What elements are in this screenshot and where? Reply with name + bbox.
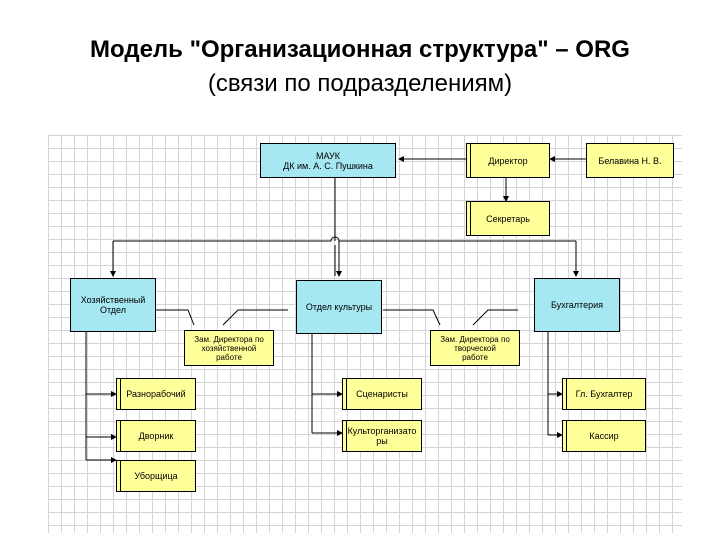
node-janitor[interactable]: Дворник: [116, 420, 196, 452]
edge-deputy-link: [222, 309, 288, 326]
node-organizers[interactable]: Культорганизато ры: [342, 420, 422, 452]
node-household-dept[interactable]: Хозяйственный Отдел: [70, 278, 156, 332]
stripe-cleaner: [120, 460, 125, 492]
stripe-chief: [566, 378, 571, 410]
stripe-organizers: [346, 420, 351, 452]
edge-culture-deputy: [383, 309, 441, 326]
node-mauk[interactable]: МАУК ДК им. А. С. Пушкина: [260, 143, 396, 178]
node-person[interactable]: Белавина Н. В.: [586, 143, 674, 178]
node-accounting[interactable]: Бухгалтерия: [534, 278, 620, 332]
node-secretary[interactable]: Секретарь: [466, 201, 550, 236]
edge-bus: [113, 236, 576, 242]
stripe-janitor: [120, 420, 125, 452]
connector-layer: [85, 156, 586, 463]
node-director[interactable]: Директор: [466, 143, 550, 178]
edge-deputy2-link: [472, 309, 518, 326]
stripe-director: [470, 143, 475, 178]
node-deputy-household[interactable]: Зам. Директора по хозяйственной работе: [184, 330, 274, 366]
stripe-secretary: [470, 201, 475, 236]
node-chief-accountant[interactable]: Гл. Бухгалтер: [562, 378, 646, 410]
node-deputy-creative[interactable]: Зам. Директора по творческой работе: [430, 330, 520, 366]
node-cashier[interactable]: Кассир: [562, 420, 646, 452]
edge-household-deputy: [156, 309, 195, 326]
stripe-cashier: [566, 420, 571, 452]
node-culture-dept[interactable]: Отдел культуры: [296, 280, 382, 334]
page-title: Модель "Организационная структура" – ORG: [90, 36, 630, 63]
node-cleaner[interactable]: Уборщица: [116, 460, 196, 492]
stripe-handyman: [120, 378, 125, 410]
node-handyman[interactable]: Разнорабочий: [116, 378, 196, 410]
node-screenwriters[interactable]: Сценаристы: [342, 378, 422, 410]
stripe-screenwriters: [346, 378, 351, 410]
page-subtitle: (связи по подразделениям): [207, 70, 513, 97]
